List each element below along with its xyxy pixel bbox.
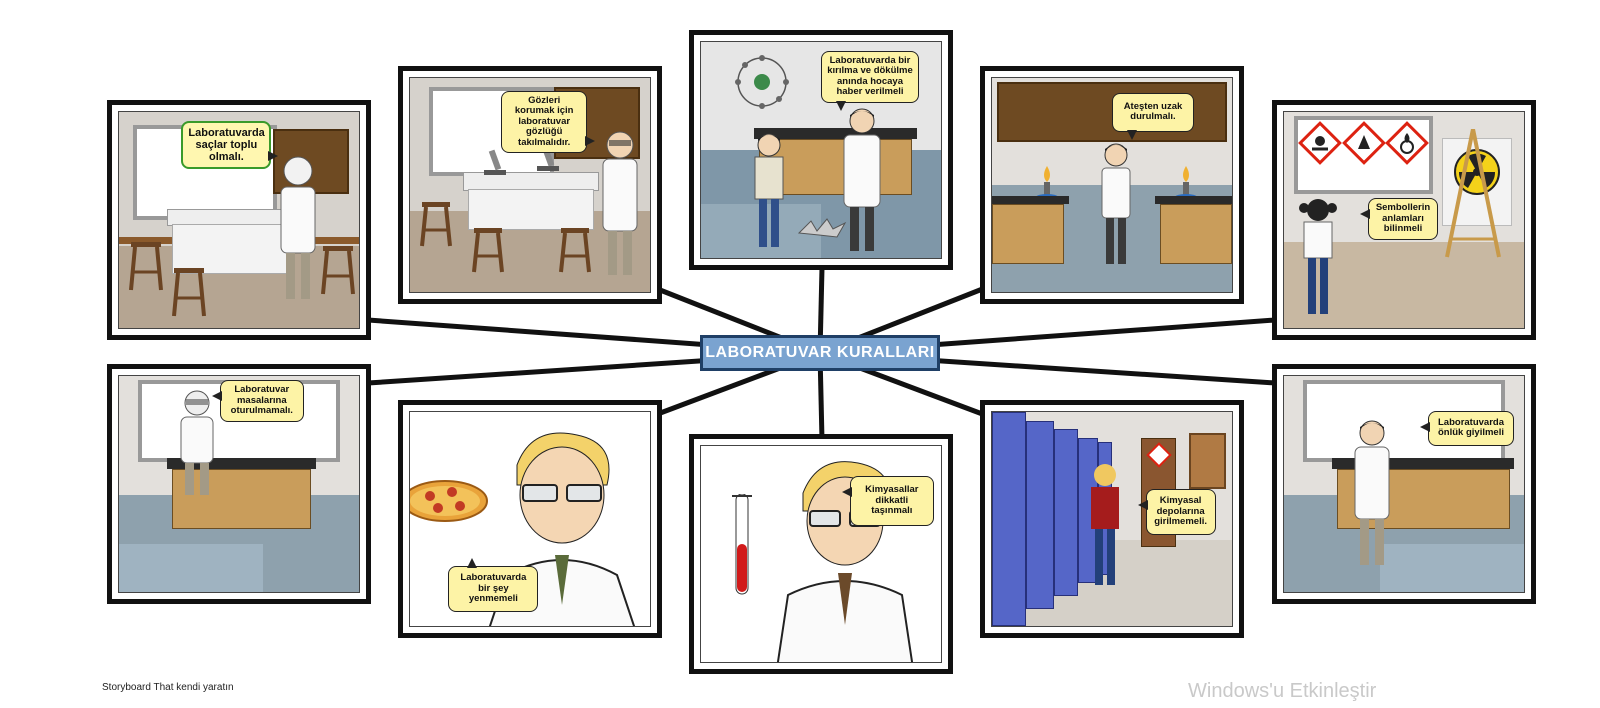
panel-breakage: Laboratuvarda bir kırılma ve dökülme anı… — [689, 30, 953, 270]
panel-scene: Laboratuvarda saçlar toplu olmalı. — [118, 111, 360, 329]
counter-top — [167, 458, 316, 469]
pizza-icon — [410, 480, 489, 523]
panel-hair-tied: Laboratuvarda saçlar toplu olmalı. — [107, 100, 371, 340]
cabinet — [1160, 204, 1232, 265]
atom-icon — [734, 54, 789, 109]
windows-watermark: Windows'u Etkinleştir — [1188, 680, 1377, 702]
panel-scene: Laboratuvar masalarına oturulmamalı. — [118, 375, 360, 593]
panel-scene: Sembollerin anlamları bilinmeli — [1283, 111, 1525, 329]
counter-top — [1155, 195, 1232, 205]
hazard-symbol-icon — [1341, 120, 1386, 165]
stool-icon — [320, 245, 355, 295]
cabinet — [758, 139, 913, 196]
hazard-symbol-icon — [1145, 442, 1172, 468]
cabinet — [171, 468, 311, 530]
scientist-icon — [280, 156, 316, 300]
panel-scene: Laboratuvarda bir kırılma ve dökülme anı… — [700, 41, 942, 259]
locker — [992, 412, 1026, 626]
stool-icon — [128, 241, 163, 290]
bunsen-burner-icon — [1036, 165, 1059, 200]
bunsen-burner-icon — [1175, 165, 1198, 200]
speech-bubble: Laboratuvarda bir kırılma ve dökülme anı… — [821, 50, 919, 111]
speech-bubble: Sembollerin anlamları bilinmeli — [1360, 198, 1438, 240]
easel-icon — [1444, 129, 1501, 258]
panel-scene: Kimyasal depolarına girilmemeli. — [991, 411, 1233, 627]
panel-fire: Ateşten uzak durulmalı. — [980, 66, 1244, 304]
speech-bubble: Laboratuvarda bir şey yenmemeli — [448, 558, 539, 612]
student-icon — [1101, 143, 1131, 265]
scientist-icon — [843, 108, 881, 251]
stool-icon — [558, 227, 591, 273]
speech-bubble: Laboratuvarda saçlar toplu olmalı. — [181, 120, 279, 169]
center-title: LABORATUVAR KURALLARI — [700, 335, 940, 371]
counter-top — [992, 195, 1069, 205]
student-icon — [754, 133, 784, 247]
counter-top — [1332, 458, 1515, 469]
hazard-symbol-icon — [1384, 120, 1429, 165]
panel-goggles: Gözleri korumak için laboratuvar gözlüğü… — [398, 66, 662, 304]
speech-bubble: Laboratuvar masalarına oturulmamalı. — [211, 380, 304, 422]
panel-scene: Gözleri korumak için laboratuvar gözlüğü… — [409, 77, 651, 293]
footer-credit[interactable]: Storyboard That kendi yaratın — [102, 682, 234, 693]
panel-lab-coat: Laboratuvarda önlük giyilmeli — [1272, 364, 1536, 604]
test-tube-icon — [731, 493, 752, 595]
scientist-icon — [180, 390, 214, 495]
speech-bubble: Kimyasal depolarına girilmemeli. — [1137, 489, 1216, 535]
panel-chemical-storage: Kimyasal depolarına girilmemeli. — [980, 400, 1244, 638]
scientist-closeup-icon — [777, 460, 914, 662]
stool-icon — [419, 202, 452, 247]
scientist-icon — [602, 131, 638, 276]
locker — [1025, 420, 1055, 609]
stool-icon — [472, 227, 505, 273]
microscope-icon — [484, 150, 506, 176]
student-icon — [1091, 464, 1119, 586]
student-girl-icon — [1299, 199, 1338, 315]
panel-scene: Laboratuvarda bir şey yenmemeli — [409, 411, 651, 627]
speech-bubble: Ateşten uzak durulmalı. — [1112, 92, 1194, 140]
panel-scene: Kimyasallar dikkatli taşınmalı — [700, 445, 942, 663]
panel-carry-chemicals: Kimyasallar dikkatli taşınmalı — [689, 434, 953, 674]
locker — [1054, 429, 1079, 597]
speech-bubble: Kimyasallar dikkatli taşınmalı — [841, 476, 934, 526]
hazard-symbol-icon — [1298, 120, 1343, 165]
panel-no-eating: Laboratuvarda bir şey yenmemeli — [398, 400, 662, 638]
cabinet — [992, 204, 1064, 265]
counter-top — [753, 128, 917, 140]
speech-bubble: Gözleri korumak için laboratuvar gözlüğü… — [501, 90, 596, 154]
panel-scene: Ateşten uzak durulmalı. — [991, 77, 1233, 293]
stool-icon — [171, 267, 206, 316]
scientist-icon — [1354, 420, 1390, 566]
panel-scene: Laboratuvarda önlük giyilmeli — [1283, 375, 1525, 593]
panel-no-sitting: Laboratuvar masalarına oturulmamalı. — [107, 364, 371, 604]
speech-bubble: Laboratuvarda önlük giyilmeli — [1420, 410, 1514, 446]
radiation-icon — [1454, 148, 1500, 195]
broken-glass-icon — [797, 217, 847, 238]
panel-symbols: Sembollerin anlamları bilinmeli — [1272, 100, 1536, 340]
